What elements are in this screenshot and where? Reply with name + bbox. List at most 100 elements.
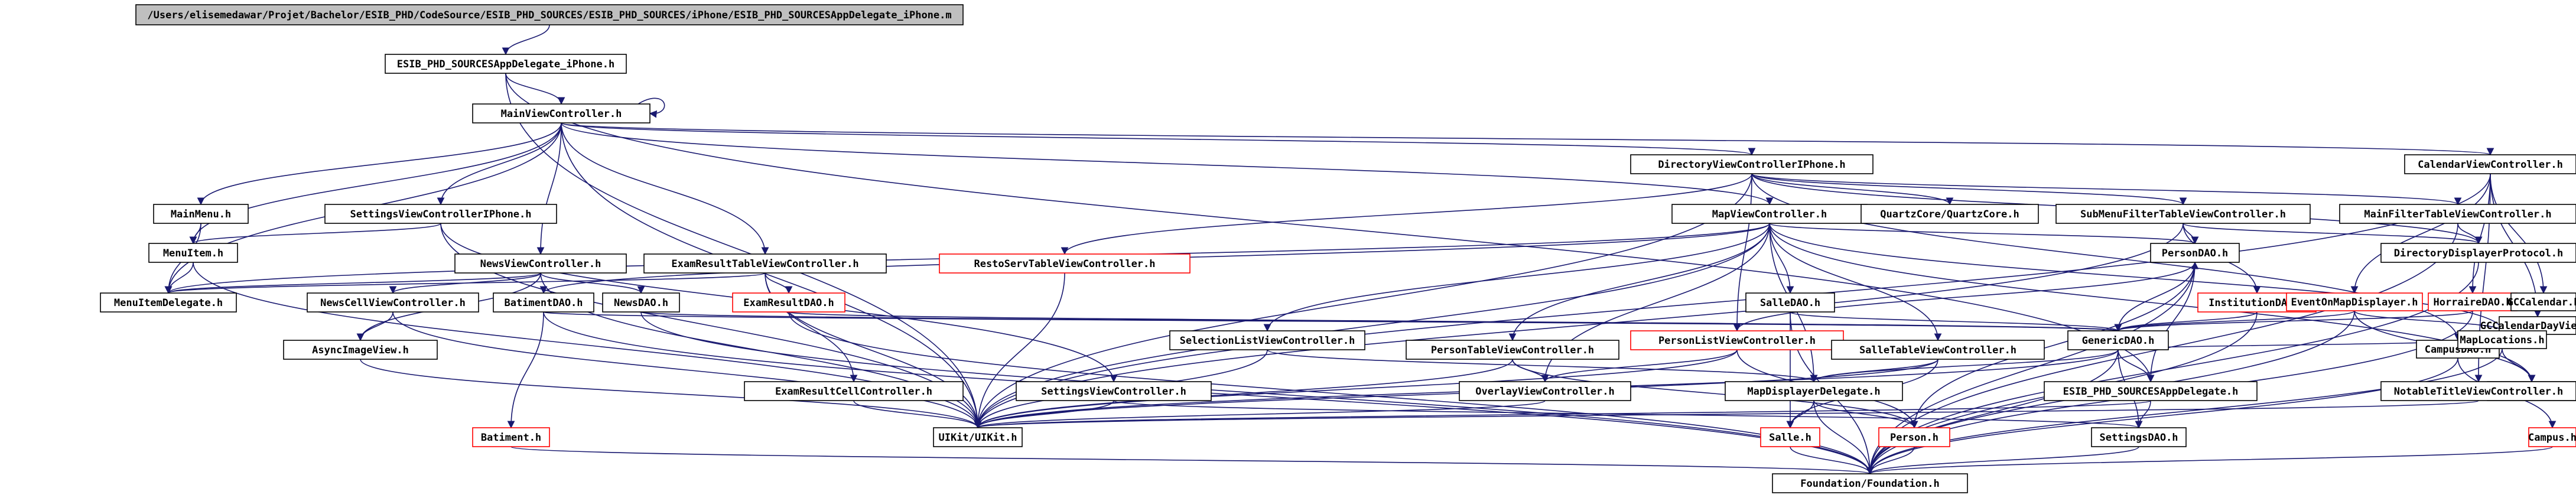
node-label: Salle.h (1769, 432, 1811, 444)
node-box (744, 381, 964, 401)
node-label: OverlayViewController.h (1475, 386, 1614, 398)
edge-persontable-to-uikit (974, 359, 1513, 429)
node-label: ExamResultCellController.h (775, 386, 932, 398)
node-newsvc[interactable]: NewsViewController.h (454, 253, 627, 274)
node-box (2150, 243, 2240, 263)
node-examresultcell[interactable]: ExamResultCellController.h (744, 381, 964, 401)
node-mainvc[interactable]: MainViewController.h (472, 103, 650, 123)
node-campus[interactable]: Campus.h (2528, 427, 2576, 447)
node-label: ExamResultTableViewController.h (671, 258, 858, 270)
node-foundation[interactable]: Foundation/Foundation.h (1772, 473, 1968, 493)
edge-persontable-to-overlayvc (1512, 359, 1549, 383)
node-batiment[interactable]: Batiment.h (472, 427, 550, 447)
node-restoserv[interactable]: RestoServTableViewController.h (939, 253, 1191, 274)
node-settings-iphone[interactable]: SettingsViewControllerIPhone.h (324, 204, 557, 224)
node-dirdisplayer[interactable]: DirectoryDisplayerProtocol.h (2380, 243, 2576, 263)
node-newscell[interactable]: NewsCellViewController.h (307, 292, 479, 313)
node-box (307, 292, 479, 313)
node-selectionlist[interactable]: SelectionListViewController.h (1169, 330, 1365, 350)
edge-mapvc-to-selectionlist (1263, 223, 1770, 332)
edge-examresult-tvc-to-examresultdao (765, 272, 793, 294)
edge-campusdao-to-foundation (1866, 357, 2458, 475)
node-box (2091, 427, 2187, 447)
edge-horrairedao-to-genericdao (2115, 310, 2473, 332)
edge-mainvc-to-uikit (561, 122, 982, 429)
edge-mapdisplayerdelegate-to-person (1813, 400, 1918, 429)
node-label: MainViewController.h (501, 108, 622, 120)
node-personlist[interactable]: PersonListViewController.h (1630, 330, 1844, 350)
node-gccalendar[interactable]: GCCalendar.h (2507, 292, 2576, 311)
node-overlayvc[interactable]: OverlayViewController.h (1459, 381, 1631, 401)
edge-appdel-iphone-to-mainvc (505, 73, 565, 105)
node-genericdao[interactable]: GenericDAO.h (2067, 330, 2169, 350)
node-horrairedao[interactable]: HorraireDAO.h (2428, 292, 2518, 311)
edge-batimentdao-to-batiment (507, 311, 544, 429)
node-label: MapLocations.h (2460, 334, 2544, 346)
node-newsdao[interactable]: NewsDAO.h (602, 292, 680, 313)
node-quartzcore[interactable]: QuartzCore/QuartzCore.h (1861, 204, 2039, 224)
node-mainmenu[interactable]: MainMenu.h (153, 204, 249, 224)
node-box (2044, 381, 2258, 401)
edge-newsvc-to-menuitemdelegate (165, 272, 541, 294)
node-notabletitle[interactable]: NotableTitleViewController.h (2380, 381, 2576, 401)
node-menuitem[interactable]: MenuItem.h (148, 243, 238, 263)
node-appdel[interactable]: ESIB_PHD_SOURCESAppDelegate.h (2044, 381, 2258, 401)
node-box (2457, 330, 2547, 349)
node-box (324, 204, 557, 224)
node-box (1169, 330, 1365, 350)
node-mapdisplayerdelegate[interactable]: MapDisplayerDelegate.h (1725, 381, 1903, 401)
node-persondao[interactable]: PersonDAO.h (2150, 243, 2240, 263)
node-salletable[interactable]: SalleTableViewController.h (1831, 340, 2045, 360)
node-mainfilter[interactable]: MainFilterTableViewController.h (2339, 204, 2576, 224)
node-box (1630, 154, 1874, 174)
node-settingsvc[interactable]: SettingsViewController.h (1016, 381, 1212, 401)
node-box (1878, 427, 1950, 447)
node-persontable[interactable]: PersonTableViewController.h (1406, 340, 1619, 360)
edge-dirvc-iphone-to-restoserv (1061, 173, 1752, 255)
node-maplocations[interactable]: MapLocations.h (2457, 330, 2547, 349)
node-eventonmap[interactable]: EventOnMapDisplayer.h (2286, 292, 2423, 311)
node-menuitemdelegate[interactable]: MenuItemDelegate.h (100, 292, 237, 313)
node-person[interactable]: Person.h (1878, 427, 1950, 447)
edge-mainvc-to-dirvc-iphone (561, 122, 1755, 156)
edge-calendarvc-to-uikit (974, 173, 2491, 429)
node-dirvc-iphone[interactable]: DirectoryViewControllerIPhone.h (1630, 154, 1874, 174)
node-box (2339, 204, 2576, 224)
edge-mainfilter-to-dirdisplayer (2457, 223, 2483, 245)
edge-submenufilter-to-dirdisplayer (2183, 223, 2483, 245)
node-asyncimage[interactable]: AsyncImageView.h (283, 340, 438, 360)
node-examresultdao[interactable]: ExamResultDAO.h (732, 292, 845, 313)
node-salle[interactable]: Salle.h (1760, 427, 1820, 447)
node-label: MainFilterTableViewController.h (2364, 209, 2551, 220)
node-box (1831, 340, 2045, 360)
node-label: SettingsViewControllerIPhone.h (350, 209, 531, 220)
node-calendarvc[interactable]: CalendarViewController.h (2404, 154, 2576, 174)
edge-maplocations-to-mapkit (2502, 348, 2536, 383)
edge-newsdao-to-genericdao (640, 311, 2121, 332)
edge-persontable-to-person (1512, 359, 1918, 429)
node-examresult-tvc[interactable]: ExamResultTableViewController.h (643, 253, 887, 274)
node-label: RestoServTableViewController.h (974, 258, 1155, 270)
node-label: DirectoryDisplayerProtocol.h (2394, 248, 2564, 259)
edge-examresultdao-to-genericdao (788, 311, 2121, 332)
node-label: GenericDAO.h (2082, 335, 2155, 347)
node-batimentdao[interactable]: BatimentDAO.h (493, 292, 594, 313)
edge-mapvc-to-salledao (1769, 223, 1794, 294)
node-root[interactable]: /Users/elisemedawar/Projet/Bachelor/ESIB… (135, 4, 964, 25)
node-label: AsyncImageView.h (312, 344, 409, 356)
node-mapvc[interactable]: MapViewController.h (1671, 204, 1868, 224)
edge-genericdao-to-appdel (2118, 349, 2155, 383)
edge-restoserv-to-uikit (974, 272, 1065, 429)
edge-mapvc-to-salletable (1769, 223, 1942, 341)
node-submenufilter[interactable]: SubMenuFilterTableViewController.h (2055, 204, 2311, 224)
node-appdel-iphone[interactable]: ESIB_PHD_SOURCESAppDelegate_iPhone.h (385, 54, 627, 74)
node-box (1861, 204, 2039, 224)
node-settingsdao[interactable]: SettingsDAO.h (2091, 427, 2187, 447)
edge-mapvc-to-maplocations (1769, 223, 2506, 332)
edge-calendarvc-to-eventonmap (2350, 173, 2491, 294)
edge-examresult-tvc-to-menuitemdelegate (165, 272, 766, 294)
node-box (933, 427, 1023, 447)
node-salledao[interactable]: SalleDAO.h (1745, 292, 1835, 313)
node-uikit[interactable]: UIKit/UIKit.h (933, 427, 1023, 447)
node-label: NewsDAO.h (614, 297, 668, 309)
